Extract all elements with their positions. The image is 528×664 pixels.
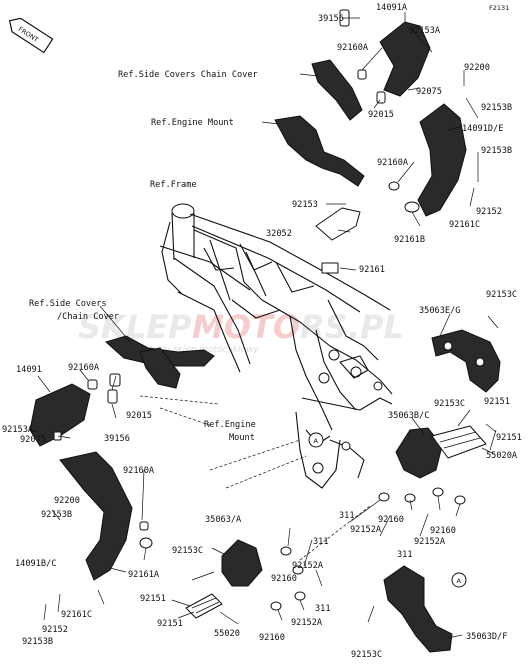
watermark-subtitle: internetowy sklep motocyklowy xyxy=(116,345,259,355)
cover-14091DE xyxy=(417,103,467,217)
label-92153C-bottom: 92153C xyxy=(351,650,382,660)
label-92153C-mid: 92153C xyxy=(434,399,465,409)
circle-a-lower xyxy=(451,572,467,588)
label-92152-right: 92152 xyxy=(476,207,502,217)
watermark-suffix: .PL xyxy=(348,308,404,346)
label-92015-left: 92015 xyxy=(126,411,152,421)
label-311-low2: 311 xyxy=(315,604,331,614)
label-92152A-mid2: 92152A xyxy=(414,537,446,547)
label-32052: 32052 xyxy=(266,229,292,239)
label-92161B: 92161B xyxy=(394,235,425,245)
footrest-bracket-35063BC xyxy=(395,427,443,479)
label-92161: 92161 xyxy=(359,265,385,275)
label-92160A-left: 92160A xyxy=(68,363,100,373)
inner-cover-top xyxy=(311,59,363,121)
label-92152A-low1: 92152A xyxy=(292,561,324,571)
cover-14091BC xyxy=(59,451,133,581)
label-92160-low2: 92160 xyxy=(259,633,285,643)
label-14091: 14091 xyxy=(16,365,42,375)
label-92153B-left: 92153B xyxy=(41,510,72,520)
ref-side-covers-line1: Ref.Side Covers xyxy=(29,299,107,309)
cover-14091A xyxy=(379,21,431,97)
label-92153C-topright: 92153C xyxy=(486,290,517,300)
label-92160-low1: 92160 xyxy=(271,574,297,584)
footpeg-55020 xyxy=(185,593,223,619)
label-92160-mid2: 92160 xyxy=(430,526,456,536)
cover-14091 xyxy=(29,383,91,447)
label-39156-top: 39156 xyxy=(318,14,344,24)
main-frame xyxy=(159,203,393,489)
label-92153A-top: 92153A xyxy=(409,26,441,36)
label-92160A-top: 92160A xyxy=(337,43,369,53)
ref-frame: Ref.Frame xyxy=(150,180,197,190)
label-92151-right1: 92151 xyxy=(484,397,510,407)
label-92015-top: 92015 xyxy=(368,110,394,120)
label-92153C-lower: 92153C xyxy=(172,546,203,556)
label-92075-left: 92075 xyxy=(20,435,46,445)
ref-engine-mount-bottom-line1: Ref.Engine xyxy=(204,420,256,430)
watermark-part1: SKLEP xyxy=(78,308,192,346)
label-92152A-mid1: 92152A xyxy=(350,525,382,535)
bracket-32052 xyxy=(315,207,361,241)
label-92161C-left: 92161C xyxy=(61,610,92,620)
footrest-bracket-35063DF xyxy=(383,565,453,653)
label-92151-low1: 92151 xyxy=(140,594,166,604)
label-35063DF: 35063D/F xyxy=(466,632,507,642)
label-14091A: 14091A xyxy=(376,3,408,13)
footrest-bracket-35063EG xyxy=(431,329,501,393)
label-92151-right2: 92151 xyxy=(496,433,522,443)
watermark: SKLEP MOTO RS .PL internetowy sklep moto… xyxy=(78,308,404,355)
label-35063BC: 35063B/C xyxy=(388,411,429,421)
ref-side-covers-chain-cover: Ref.Side Covers Chain Cover xyxy=(118,70,258,80)
label-92153B-mid: 92153B xyxy=(481,146,512,156)
engine-mount-top xyxy=(274,115,365,187)
label-92152A-low2: 92152A xyxy=(291,618,323,628)
label-39156-left: 39156 xyxy=(104,434,130,444)
label-311-low1: 311 xyxy=(313,537,329,547)
circle-a-frame-label: A xyxy=(314,437,319,445)
label-92151-low2: 92151 xyxy=(157,619,183,629)
label-92200-left: 92200 xyxy=(54,496,80,506)
label-92161A: 92161A xyxy=(128,570,160,580)
watermark-part3: RS xyxy=(300,308,348,346)
leader-lines xyxy=(29,12,499,639)
label-14091DE: 14091D/E xyxy=(462,124,503,134)
label-92200-top: 92200 xyxy=(464,63,490,73)
label-55020: 55020 xyxy=(214,629,240,639)
label-92153B-bottom: 92153B xyxy=(22,637,53,647)
label-92153B-top: 92153B xyxy=(481,103,512,113)
block-92161 xyxy=(321,262,339,274)
label-92075-top: 92075 xyxy=(416,87,442,97)
circle-a-lower-label: A xyxy=(457,577,462,585)
footrest-bracket-35063A xyxy=(221,539,263,587)
label-92153A-left: 92153A xyxy=(2,425,34,435)
label-92161C-right: 92161C xyxy=(449,220,480,230)
label-311-mid1: 311 xyxy=(339,511,355,521)
label-92160A-mid: 92160A xyxy=(377,158,409,168)
label-311-mid2: 311 xyxy=(397,550,413,560)
bracket-left-mid xyxy=(139,347,181,389)
label-35063A: 35063/A xyxy=(205,515,242,525)
watermark-part2: MOTO xyxy=(192,308,300,346)
circle-a-frame xyxy=(308,432,324,448)
footpeg-plate-55020A xyxy=(431,425,487,459)
ref-engine-mount-bottom-line2: Mount xyxy=(229,433,255,443)
diagram-code: F2131 xyxy=(489,4,509,12)
label-55020A: 55020A xyxy=(486,451,518,461)
ref-engine-mount-top: Ref.Engine Mount xyxy=(151,118,234,128)
label-92160-mid1: 92160 xyxy=(378,515,404,525)
label-92153-center: 92153 xyxy=(292,200,318,210)
front-arrow-icon: FRONT xyxy=(8,17,54,54)
ref-side-covers-line2: /Chain Cover xyxy=(57,312,119,322)
label-14091BC: 14091B/C xyxy=(15,559,56,569)
label-35063EG: 35063E/G xyxy=(419,306,460,316)
label-92160A-lower: 92160A xyxy=(123,466,155,476)
label-92152-left: 92152 xyxy=(42,625,68,635)
